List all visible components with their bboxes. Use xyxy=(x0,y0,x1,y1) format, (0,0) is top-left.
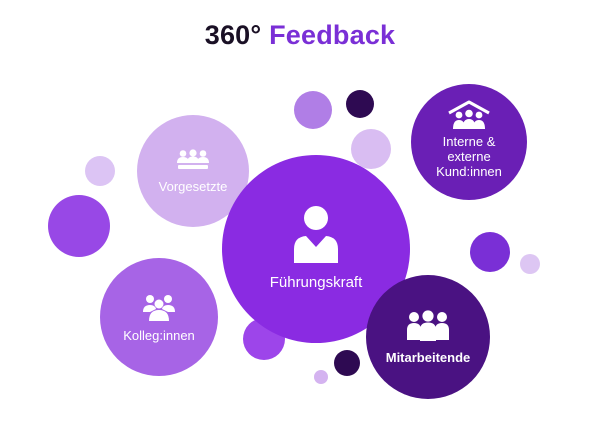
group-icon xyxy=(143,294,175,321)
group-icon xyxy=(177,148,209,169)
team-icon xyxy=(407,309,449,341)
kolleginnen-label: Kolleg:innen xyxy=(123,327,195,343)
decor-dot xyxy=(294,91,332,129)
fuehrungskraft-label: Führungskraft xyxy=(269,273,363,291)
page-title: 360° Feedback xyxy=(0,20,600,51)
decor-dot xyxy=(48,195,110,257)
kunden-label: Interne & externe Kund:innen xyxy=(436,133,502,179)
decor-dot xyxy=(346,90,374,118)
decor-dot xyxy=(334,350,360,376)
title-part-1: 360° xyxy=(204,20,262,50)
person-icon xyxy=(294,205,338,263)
mitarbeitende-label: Mitarbeitende xyxy=(385,349,471,365)
decor-dot xyxy=(314,370,328,384)
decor-dot xyxy=(85,156,115,186)
decor-dot xyxy=(351,129,391,169)
node-kolleginnen: Kolleg:innen xyxy=(100,258,218,376)
title-part-2: Feedback xyxy=(269,20,396,50)
node-mitarbeitende: Mitarbeitende xyxy=(366,275,490,399)
node-kunden: Interne & externe Kund:innen xyxy=(411,84,527,200)
vorgesetzte-label: Vorgesetzte xyxy=(158,178,228,194)
decor-dot xyxy=(520,254,540,274)
house-group-icon xyxy=(448,100,490,129)
decor-dot xyxy=(470,232,510,272)
node-fuehrungskraft: Führungskraft xyxy=(222,155,410,343)
